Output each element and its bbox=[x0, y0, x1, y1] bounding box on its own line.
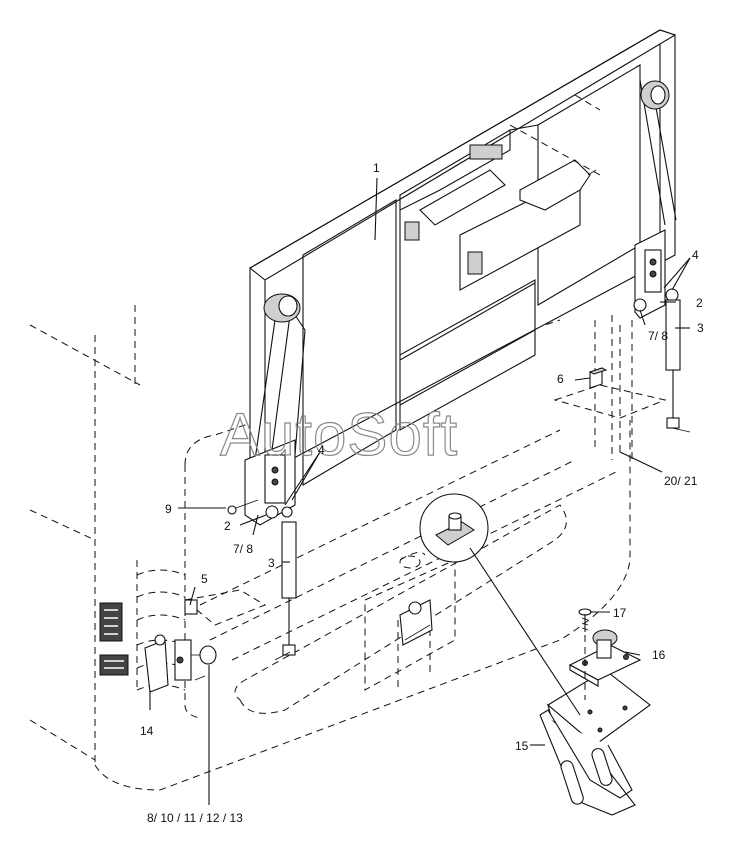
callout-14: 14 bbox=[140, 724, 154, 738]
callout-2-left: 2 bbox=[224, 519, 231, 533]
callout-4-right: 4 bbox=[692, 248, 699, 262]
liftgate-frame bbox=[249, 29, 677, 486]
watermark-text: AutoSoft bbox=[220, 401, 458, 468]
side-lamp bbox=[99, 602, 129, 676]
right-hinge-assembly bbox=[633, 229, 691, 433]
latch-assembly bbox=[144, 599, 217, 693]
callout-17: 17 bbox=[613, 606, 627, 620]
callout-7-8-right: 7/ 8 bbox=[648, 329, 668, 343]
callout-3-left: 3 bbox=[268, 556, 275, 570]
callout-7-8-left: 7/ 8 bbox=[233, 542, 253, 556]
lock-plate bbox=[568, 629, 642, 687]
callout-3-right: 3 bbox=[697, 321, 704, 335]
release-handle bbox=[399, 599, 433, 646]
callout-9: 9 bbox=[165, 502, 172, 516]
callout-labels: 1 2 2 3 3 4 4 5 6 7/ 8 7/ 8 9 14 15 16 1… bbox=[140, 161, 704, 825]
callout-5: 5 bbox=[201, 572, 208, 586]
mounting-bracket bbox=[539, 669, 651, 816]
callout-15: 15 bbox=[515, 739, 529, 753]
callout-6: 6 bbox=[557, 372, 564, 386]
callout-4-left: 4 bbox=[318, 443, 325, 457]
callout-8-10-11-12-13: 8/ 10 / 11 / 12 / 13 bbox=[147, 811, 243, 825]
callout-1: 1 bbox=[373, 161, 380, 175]
left-hinge-assembly bbox=[227, 439, 297, 661]
block-part-6 bbox=[588, 367, 608, 389]
callout-16: 16 bbox=[652, 648, 666, 662]
leader-lines bbox=[149, 177, 691, 805]
callout-2-right: 2 bbox=[696, 296, 703, 310]
detail-callout-circle bbox=[419, 493, 489, 563]
callout-20-21: 20/ 21 bbox=[664, 474, 698, 488]
